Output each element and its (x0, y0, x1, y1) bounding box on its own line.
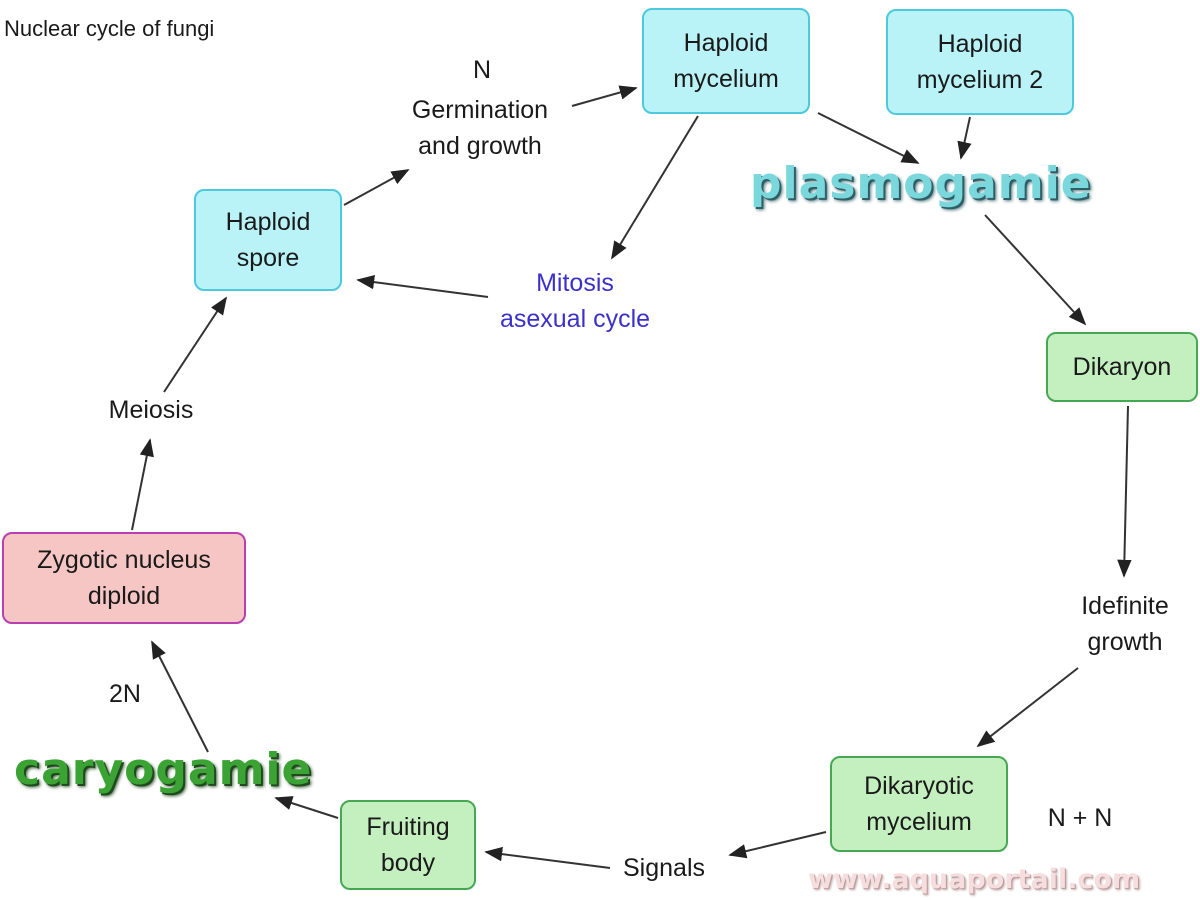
node-haploid-mycelium-2-label: Haploid mycelium 2 (916, 30, 1044, 94)
label-n: N (472, 56, 492, 84)
arrow-mitosis-to-spore (356, 274, 489, 298)
arrow-signals-to-fruiting (484, 846, 611, 869)
node-haploid-mycelium: Haploid mycelium (642, 8, 810, 114)
label-germination: Germination and growth (411, 96, 549, 160)
label-meiosis: Meiosis (108, 396, 194, 424)
node-fruiting-body: Fruiting body (340, 800, 476, 890)
arrow-plasmogamie-to-dikaryon (984, 214, 1087, 326)
node-dikaryon: Dikaryon (1046, 332, 1198, 402)
node-haploid-mycelium-2: Haploid mycelium 2 (886, 9, 1074, 115)
node-dikaryotic-mycelium: Dikaryotic mycelium (830, 756, 1008, 852)
watermark: www.aquaportail.com (808, 864, 1141, 895)
plasmogamie-heading: plasmogamie (750, 158, 1092, 209)
label-n-plus-n: N + N (1047, 804, 1113, 832)
arrow-meiosis-to-spore (163, 296, 227, 393)
node-haploid-spore-label: Haploid spore (225, 208, 311, 272)
node-zygotic-nucleus-label: Zygotic nucleus diploid (37, 546, 211, 610)
node-haploid-spore: Haploid spore (194, 189, 342, 291)
arrow-dikaryon-to-growth (1117, 405, 1132, 578)
arrow-dikaryotic-to-signals (728, 831, 827, 859)
arrow-caryogamie-to-zygotic (151, 640, 209, 753)
node-dikaryotic-mycelium-label: Dikaryotic mycelium (864, 772, 974, 836)
arrow-fruiting-to-caryogamie (274, 796, 339, 819)
node-zygotic-nucleus: Zygotic nucleus diploid (2, 532, 246, 624)
arrow-mycelium2-to-plasmogamie (957, 116, 972, 160)
arrow-germination-to-mycelium (571, 85, 638, 107)
arrow-spore-to-germination (343, 169, 410, 206)
arrow-mycelium-to-mitosis (611, 115, 699, 260)
label-indefinite-growth: Idefinite growth (1081, 592, 1169, 656)
node-fruiting-body-label: Fruiting body (366, 813, 450, 877)
caryogamie-heading: caryogamie (14, 744, 313, 795)
label-mitosis: Mitosis asexual cycle (499, 269, 651, 333)
arrow-mycelium-to-plasmogamie (817, 112, 920, 164)
arrow-growth-to-dikaryotic (976, 667, 1079, 748)
arrow-zygotic-to-meiosis (131, 438, 154, 531)
node-haploid-mycelium-label: Haploid mycelium (673, 29, 779, 93)
label-2n: 2N (109, 680, 141, 708)
node-dikaryon-label: Dikaryon (1072, 353, 1172, 381)
label-signals: Signals (623, 854, 705, 882)
diagram-title: Nuclear cycle of fungi (4, 16, 215, 41)
